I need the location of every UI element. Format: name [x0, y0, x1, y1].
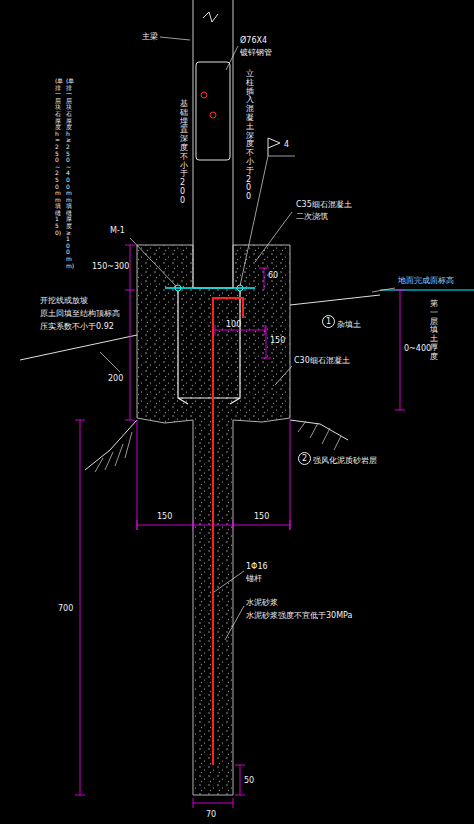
annotation-label: 第一层填土厚度 — [430, 300, 438, 362]
annotation-label: 150~300 — [92, 262, 129, 271]
leader-lines — [100, 37, 395, 640]
annotation-label: 主梁 — [142, 32, 158, 41]
annotation-label: 4 — [284, 140, 289, 149]
excavation-line — [85, 420, 137, 470]
annotation-label: 1Φ16 — [246, 562, 268, 571]
annotation-label: M-1 — [110, 226, 125, 235]
annotation-label: 锚杆 — [246, 574, 262, 583]
annotation-label: 150 — [270, 336, 285, 345]
ground-line — [20, 335, 137, 360]
concrete-body — [137, 245, 290, 795]
break-mark — [203, 12, 218, 22]
annotation-label: 200 — [108, 374, 123, 383]
annotation-label: 杂填土 — [337, 320, 361, 329]
callout-number: 1 — [326, 318, 331, 326]
dimension-lines — [75, 245, 405, 808]
annotation-label: C35细石混凝土 — [296, 200, 352, 209]
annotation-label: (单排一层块石厚度h≥250~400mm填缝厚度≥100mm) — [66, 78, 72, 269]
annotation-label: 700 — [58, 604, 73, 613]
annotation-label: 立柱插入混凝土深度不小于200 — [246, 70, 254, 202]
annotation-label: 压实系数不小于0.92 — [40, 322, 114, 331]
annotation-label: 地面完成面标高 — [398, 276, 454, 285]
bolt-hole — [210, 112, 216, 118]
annotation-label: 100 — [226, 320, 241, 329]
rock-hatch — [95, 421, 341, 472]
annotation-label: C30细石混凝土 — [294, 356, 350, 365]
callout-number: 2 — [302, 455, 307, 463]
excavation-line — [290, 420, 348, 440]
bolt-hole — [201, 92, 207, 98]
steel-post — [193, 0, 233, 288]
ground-line — [290, 295, 380, 305]
annotation-label: 镀锌钢管 — [240, 48, 272, 57]
annotation-label: 开挖线或放坡 — [40, 296, 88, 305]
steel-pipe — [196, 62, 230, 160]
annotation-label: (单排一层块石厚度h=250~250mm填缝150) — [55, 78, 61, 236]
weld-flag — [268, 138, 280, 156]
annotation-label: 150 — [157, 512, 172, 521]
annotation-label: 0~400 — [404, 344, 431, 353]
annotation-label: 二次浇筑 — [296, 212, 328, 221]
annotation-label: 150 — [254, 512, 269, 521]
annotation-label: 水泥砂浆 — [246, 598, 278, 607]
rebar — [213, 298, 243, 765]
embedded-plate — [165, 287, 255, 289]
annotation-label: 70 — [206, 810, 216, 819]
annotation-label: 60 — [268, 271, 278, 280]
finish-line — [380, 290, 474, 291]
annotation-label: 原土回填至结构顶标高 — [40, 309, 120, 318]
annotation-label: 强风化泥质砂岩层 — [313, 456, 377, 465]
annotation-label: 水泥砂浆强度不宜低于30MPa — [246, 611, 352, 620]
annotation-label: Ø76X4 — [240, 36, 267, 45]
callout-circle: 2 — [298, 452, 311, 465]
annotation-label: 50 — [244, 776, 254, 785]
callout-circle: 1 — [322, 315, 335, 328]
annotation-label: 基础埋置深度不小于200 — [180, 100, 188, 206]
anchor-hoop — [178, 291, 240, 404]
